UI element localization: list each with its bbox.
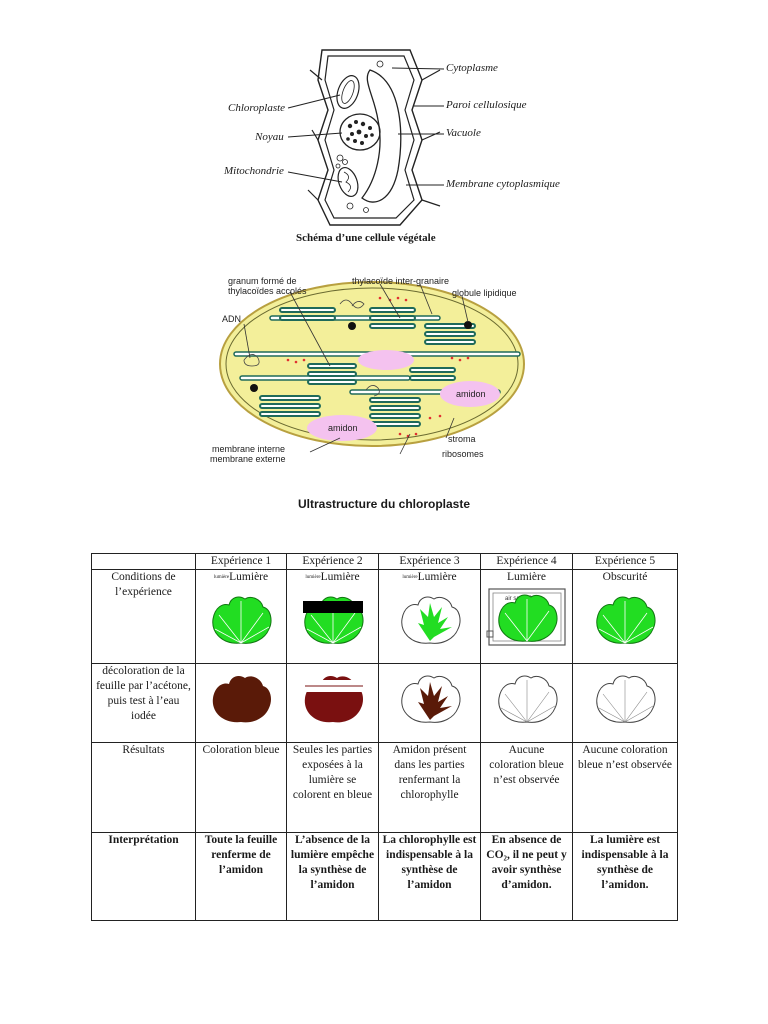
chloroplast-figure: granum formé de thylacoïdes accolés thyl… — [200, 268, 560, 468]
row-label-resultats: Résultats — [91, 742, 196, 833]
label-adn: ADN — [222, 314, 242, 324]
header-exp-5: Expérience 5 — [572, 553, 678, 570]
label-mitochondrie: Mitochondrie — [224, 165, 284, 177]
variegated-starch-leaf-icon — [400, 675, 460, 723]
green-leaf-icon — [212, 596, 272, 644]
white-leaf-icon — [497, 675, 557, 723]
figure1-caption: Schéma d’une cellule végétale — [296, 232, 436, 244]
label-amidon-2: amidon — [328, 423, 358, 433]
decol-exp-1 — [195, 663, 287, 743]
table-corner-cell — [91, 553, 196, 570]
cond-value: Obscurité — [602, 571, 648, 583]
variegated-leaf-icon — [400, 596, 460, 644]
small-light-label: lumière — [305, 575, 321, 580]
result-exp-1: Coloration bleue — [195, 742, 287, 833]
cond-exp-1: lumièreLumière — [195, 569, 287, 664]
co2-free-box-icon: air sans CO2 — [486, 588, 566, 646]
small-light-label: lumière — [402, 575, 418, 580]
small-light-label: lumière — [213, 575, 230, 580]
starch-leaf-icon — [212, 676, 271, 723]
figure2-caption: Ultrastructure du chloroplaste — [297, 497, 471, 511]
header-exp-1: Expérience 1 — [195, 553, 287, 570]
decol-exp-2 — [286, 663, 379, 743]
cond-value: Lumière — [417, 571, 457, 583]
label-globule: globule lipidique — [452, 288, 517, 298]
header-exp-3: Expérience 3 — [378, 553, 481, 570]
result-exp-2: Seules les parties exposées à la lumière… — [286, 742, 379, 833]
label-noyau: Noyau — [255, 131, 284, 143]
masked-leaf-icon — [302, 596, 363, 644]
interp-exp-5: La lumière est indispensable à la synthè… — [572, 832, 678, 921]
partial-starch-leaf-icon — [302, 676, 363, 723]
row-label-decoloration: décoloration de la feuille par l’acétone… — [91, 663, 196, 743]
header-exp-2: Expérience 2 — [286, 553, 379, 570]
interp-exp-4: En absence de CO₂, il ne peut y avoir sy… — [480, 832, 573, 921]
plant-cell-drawing — [287, 49, 445, 226]
cond-exp-2: lumièreLumière — [286, 569, 379, 664]
label-vacuole: Vacuole — [446, 127, 481, 139]
row-label-interpretation: Interprétation — [91, 832, 196, 921]
white-leaf-icon — [596, 675, 656, 723]
table-row-conditions: Conditions de l’expérience lumièreLumièr… — [91, 569, 678, 664]
row-label-conditions: Conditions de l’expérience — [91, 569, 196, 664]
interp-exp-2: L’absence de la lumière empêche la synth… — [286, 832, 379, 921]
decol-exp-5 — [572, 663, 678, 743]
table-row-interpretation: Interprétation Toute la feuille renferme… — [91, 832, 678, 921]
label-amidon-1: amidon — [456, 389, 486, 399]
cond-exp-4: Lumière air sans CO2 — [480, 569, 573, 664]
result-exp-3: Amidon présent dans les parties renferma… — [378, 742, 481, 833]
label-cytoplasme: Cytoplasme — [446, 62, 498, 74]
interp-exp-1: Toute la feuille renferme de l’amidon — [195, 832, 287, 921]
green-leaf-dark-icon — [596, 596, 656, 644]
cond-value: Lumière — [507, 571, 546, 583]
label-granum: granum formé de — [228, 276, 297, 286]
label-granum-2: thylacoïdes accolés — [228, 286, 307, 296]
decol-exp-4 — [480, 663, 573, 743]
table-row-resultats: Résultats Coloration bleue Seules les pa… — [91, 742, 678, 833]
label-paroi: Paroi cellulosique — [446, 99, 527, 111]
decol-exp-3 — [378, 663, 481, 743]
cond-exp-3: lumièreLumière — [378, 569, 481, 664]
result-exp-4: Aucune coloration bleue n’est observée — [480, 742, 573, 833]
table-row-decoloration: décoloration de la feuille par l’acétone… — [91, 663, 678, 743]
label-thylacoide: thylacoïde inter-granaire — [352, 276, 450, 286]
label-membrane-interne: membrane interne — [212, 444, 286, 454]
label-chloroplaste: Chloroplaste — [228, 102, 286, 114]
label-stroma: stroma — [448, 434, 476, 444]
label-membrane-externe: membrane externe — [210, 454, 286, 464]
header-exp-4: Expérience 4 — [480, 553, 573, 570]
cond-value: Lumière — [229, 571, 269, 583]
result-exp-5: Aucune coloration bleue n’est observée — [572, 742, 678, 833]
plant-cell-figure: Cytoplasme Paroi cellulosique Vacuole Me… — [200, 40, 580, 255]
interp-exp-3: La chlorophylle est indispensable à la s… — [378, 832, 481, 921]
cond-value: Lumière — [320, 571, 360, 583]
table-header-row: Expérience 1 Expérience 2 Expérience 3 E… — [91, 553, 678, 570]
cond-exp-5: Obscurité — [572, 569, 678, 664]
chloroplast-drawing — [219, 281, 525, 455]
label-ribosomes: ribosomes — [442, 449, 484, 459]
experiment-table: Expérience 1 Expérience 2 Expérience 3 E… — [91, 553, 678, 921]
label-membrane: Membrane cytoplasmique — [446, 178, 560, 190]
